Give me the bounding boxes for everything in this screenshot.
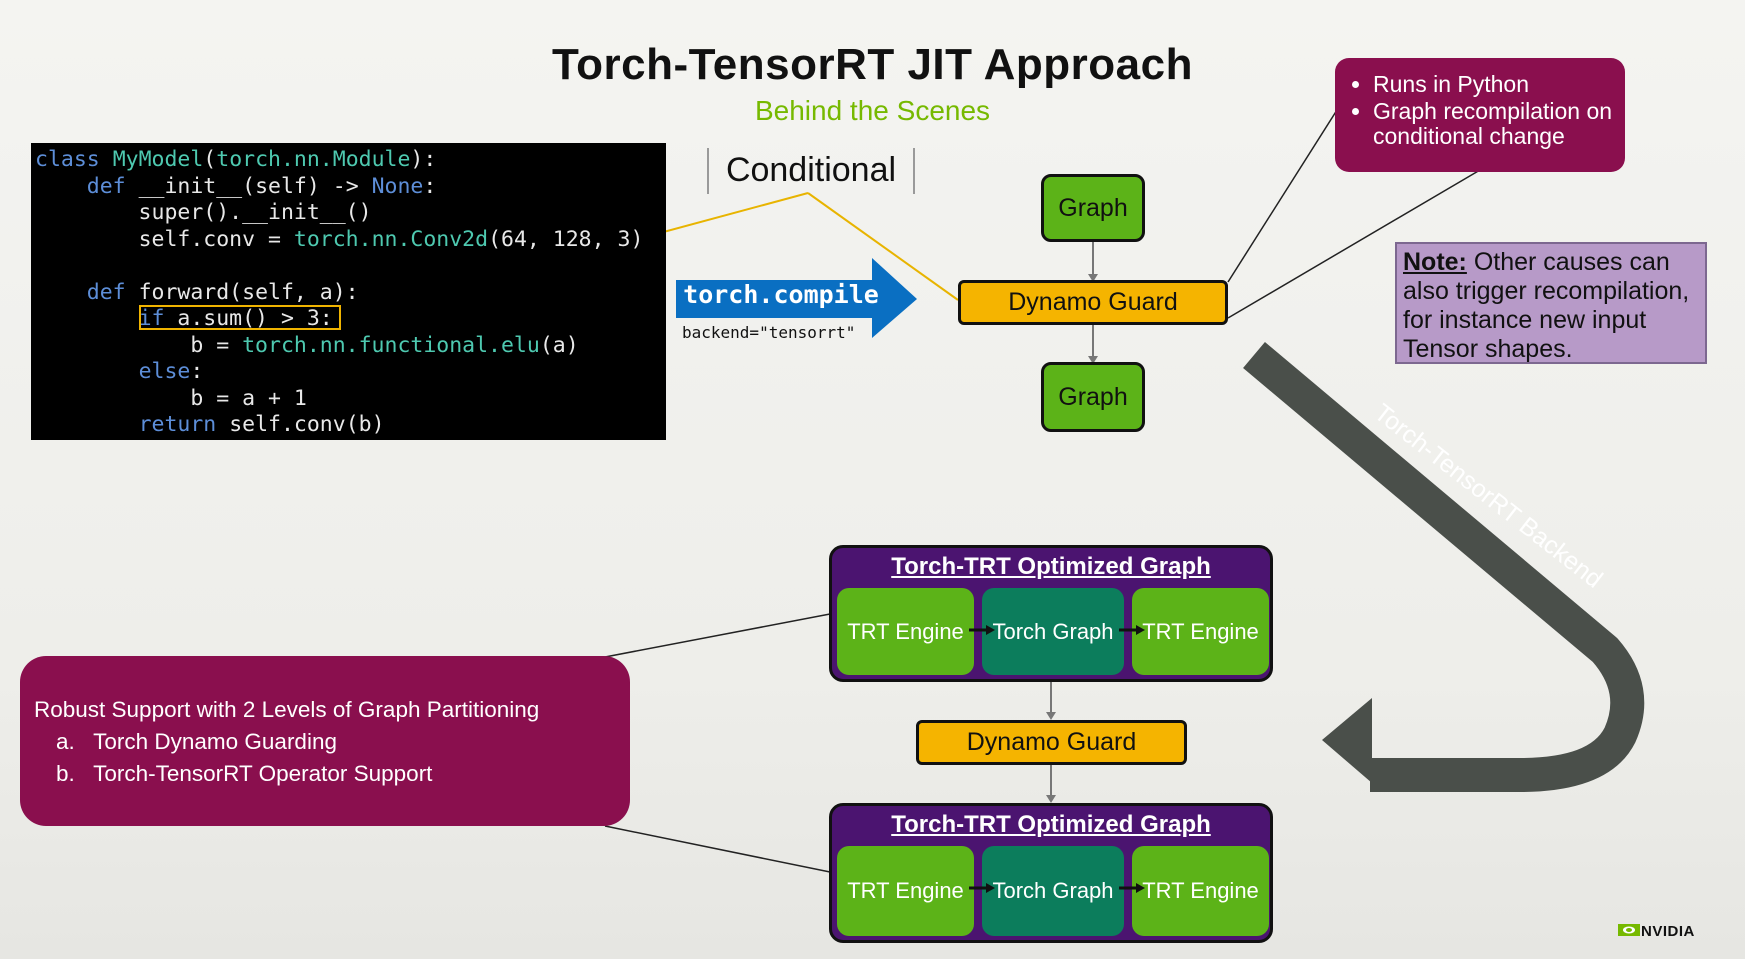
conditional-highlight <box>139 305 341 330</box>
graph-node-top: Graph <box>1041 174 1145 242</box>
code-line: class MyModel(torch.nn.Module): <box>35 147 437 172</box>
partitioning-callout: Robust Support with 2 Levels of Graph Pa… <box>20 656 630 826</box>
code-line: def __init__(self) -> None: <box>86 173 437 199</box>
recompilation-note: Note: Other causes can also trigger reco… <box>1395 242 1707 364</box>
code-line: b = torch.nn.functional.elu(a) <box>35 332 579 358</box>
partitioning-item: b. Torch-TensorRT Operator Support <box>56 761 433 786</box>
conditional-line-to-guard <box>807 192 959 301</box>
torch-graph-node: Torch Graph <box>982 588 1124 675</box>
python-callout: Runs in Python Graph recompilation on co… <box>1335 58 1625 172</box>
slide-title: Torch-TensorRT JIT Approach <box>552 40 1193 89</box>
trt-engine-node: TRT Engine <box>1132 588 1269 675</box>
optimized-graph-title: Torch-TRT Optimized Graph <box>891 811 1211 838</box>
robust-line-top <box>604 613 831 658</box>
code-line: return self.conv(b) <box>138 412 385 437</box>
code-line: self.conv = torch.nn.Conv2d(64, 128, 3) <box>138 226 644 252</box>
trt-engine-node: TRT Engine <box>837 588 974 675</box>
nvidia-logo-text: NVIDIA <box>1641 923 1695 940</box>
code-line: b = a + 1 <box>35 385 307 411</box>
robust-line-bottom <box>604 825 831 873</box>
code-line: else: <box>138 359 204 384</box>
callout-bullet: Graph recompilation on conditional chang… <box>1373 99 1613 149</box>
code-line: def forward(self, a): <box>86 279 359 305</box>
callout-line-2 <box>1227 169 1481 319</box>
note-text: Other causes can also trigger recompilat… <box>1403 248 1690 363</box>
trt-engine-node: TRT Engine <box>1132 846 1269 936</box>
optimized-graph-title: Torch-TRT Optimized Graph <box>891 553 1211 580</box>
trt-engine-node: TRT Engine <box>837 846 974 936</box>
backend-label: backend="tensorrt" <box>682 323 856 342</box>
conditional-label: Conditional <box>707 148 915 194</box>
code-line: super().__init__() <box>35 200 372 225</box>
slide-subtitle: Behind the Scenes <box>754 95 991 126</box>
torch-graph-node: Torch Graph <box>982 846 1124 936</box>
callout-line-1 <box>1227 109 1338 283</box>
partitioning-heading: Robust Support with 2 Levels of Graph Pa… <box>34 697 540 722</box>
dynamo-guard-top: Dynamo Guard <box>958 280 1228 325</box>
code-block: class MyModel(torch.nn.Module): def __in… <box>31 143 666 440</box>
torch-compile-label: torch.compile <box>683 280 879 309</box>
backend-curved-arrow <box>1243 341 1645 792</box>
dynamo-guard-middle: Dynamo Guard <box>916 720 1187 765</box>
torch-compile-arrow <box>676 258 917 338</box>
note-heading: Note: <box>1403 248 1467 276</box>
optimized-graph-top: Torch-TRT Optimized Graph TRT Engine Tor… <box>829 545 1273 682</box>
nvidia-eye-icon <box>1618 924 1640 936</box>
optimized-graph-bottom: Torch-TRT Optimized Graph TRT Engine Tor… <box>829 803 1273 943</box>
graph-node-bottom: Graph <box>1041 362 1145 432</box>
backend-arrow-head <box>1322 698 1372 783</box>
partitioning-item: a. Torch Dynamo Guarding <box>56 729 337 754</box>
code-line-conditional: if a.sum() > 3: <box>138 306 333 331</box>
callout-bullet: Runs in Python <box>1373 72 1613 97</box>
